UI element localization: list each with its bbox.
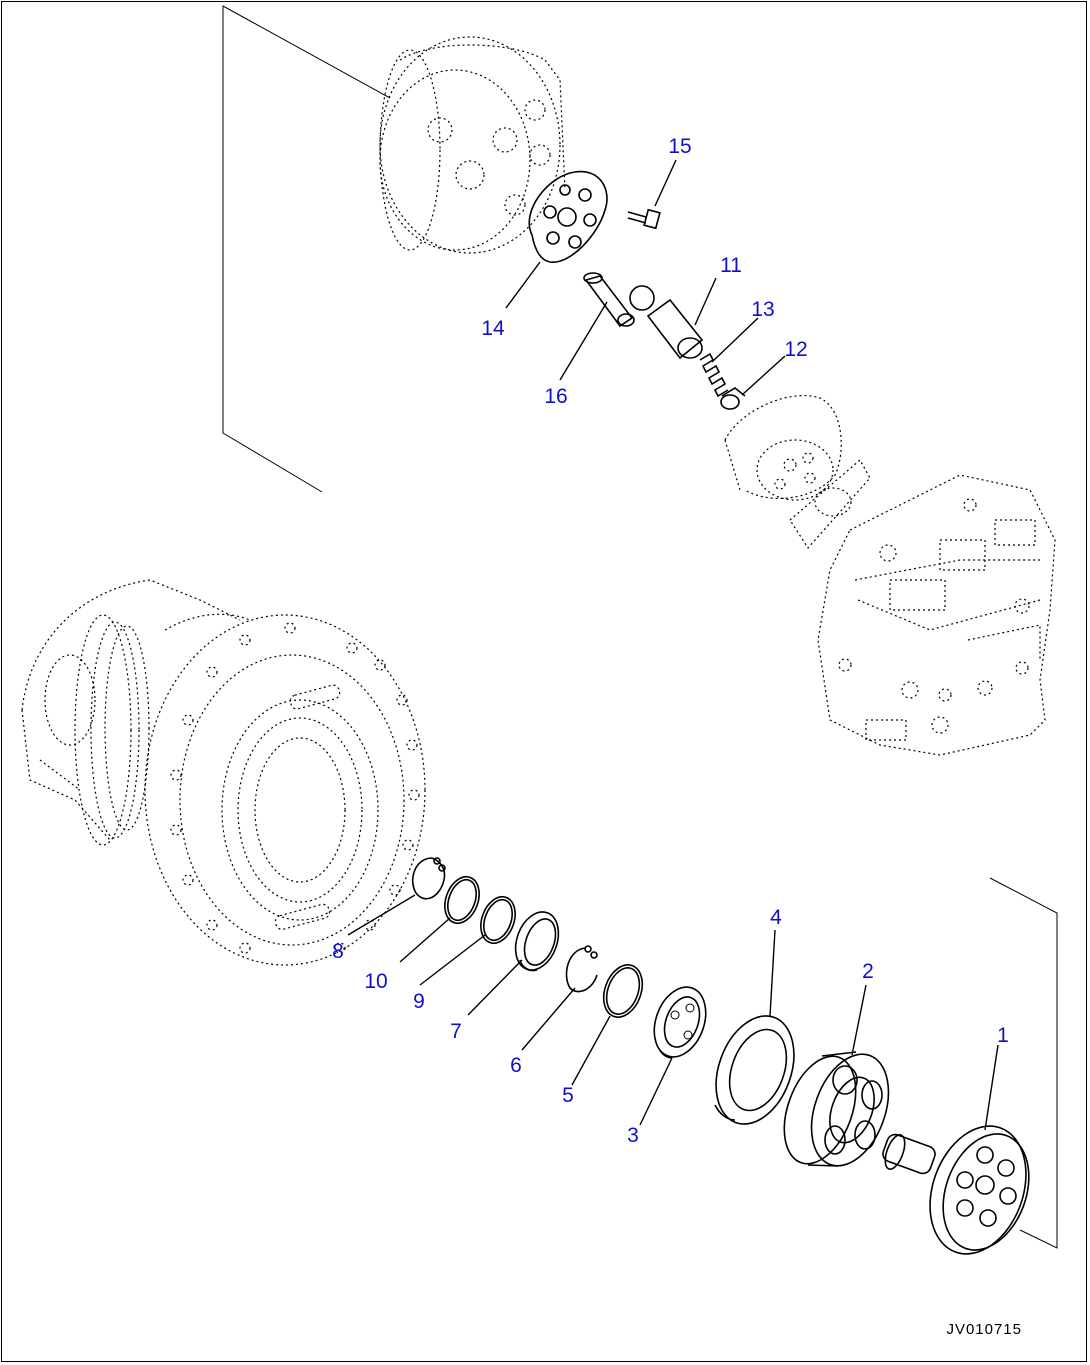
ring-10 [444,875,480,925]
spring [699,352,729,398]
callout-12: 12 [784,338,807,361]
retainer [720,387,746,410]
circlip [565,945,598,993]
swash-plate [789,459,871,549]
lower-inset-frame [989,877,1058,1249]
output-shaft [882,1125,1030,1255]
callout-3: 3 [627,1124,639,1147]
callout-14: 14 [481,317,505,340]
ring-9 [480,895,516,945]
shim [602,964,644,1018]
callout-2: 2 [862,960,874,983]
motor-housing-upper [379,36,566,254]
valve-housing [817,474,1056,756]
planetary-carrier [783,1051,890,1167]
drawing-code: JV010715 [946,1321,1022,1338]
bolt [627,208,661,230]
callout-4: 4 [770,906,782,929]
callout-8-label: 8 [332,940,344,963]
callout-1: 1 [997,1024,1009,1047]
leader-lines [347,159,999,1131]
callout-labels: 1 2 3 4 5 6 7 8 8 9 10 11 12 13 14 15 16 [332,135,1009,1147]
callout-16: 16 [544,385,567,408]
callout-7: 7 [450,1020,462,1043]
callout-9: 9 [413,990,425,1013]
thrust-plate [714,1015,795,1125]
bearing [653,986,707,1059]
callout-13: 13 [751,298,774,321]
sleeve [583,272,635,328]
cylinder-block [724,394,842,501]
callout-5: 5 [562,1084,574,1107]
final-drive-housing [21,579,426,966]
upper-inset-frame [222,5,391,493]
callout-10: 10 [364,970,387,993]
callout-15: 15 [668,135,691,158]
snap-ring [411,857,446,900]
port-plate [528,170,608,263]
piston [629,285,704,360]
callout-11: 11 [720,254,742,277]
callout-6: 6 [510,1054,522,1077]
